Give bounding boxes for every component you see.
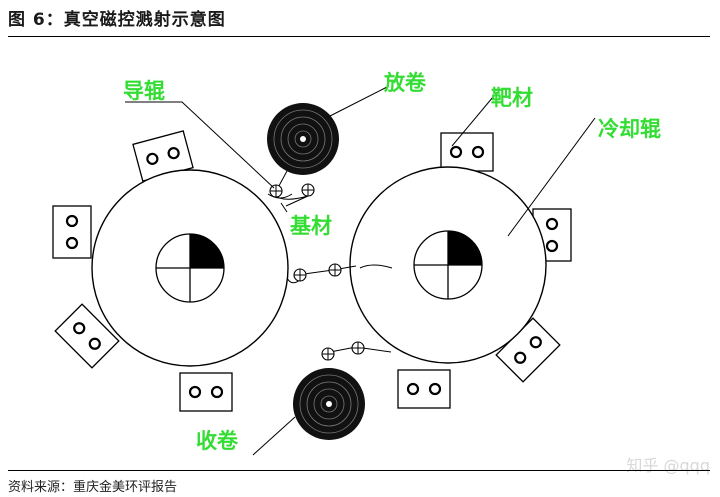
source-divider xyxy=(8,470,710,471)
label-target: 靶材 xyxy=(491,85,533,110)
leader-substrate xyxy=(280,202,288,213)
leader-target xyxy=(451,96,494,147)
film-wrap-right-middle xyxy=(359,264,393,269)
left-target-bottom xyxy=(178,371,234,413)
guide-roller-3-icon xyxy=(293,268,307,282)
label-substrate: 基材 xyxy=(290,213,332,238)
watermark: 知乎 @qqq xyxy=(626,456,710,475)
guide-roller-6-icon xyxy=(351,341,365,355)
figure-source: 资料来源：重庆金美环评报告 xyxy=(8,480,178,495)
guide-roller-1-icon xyxy=(269,184,283,198)
label-rewind-roll: 收卷 xyxy=(196,428,239,453)
leader-guide-roller xyxy=(125,101,275,189)
unwind-roll-icon xyxy=(266,102,340,176)
guide-roller-5-icon xyxy=(321,347,335,361)
right-drum-hub-icon xyxy=(413,230,483,300)
rewind-roll-icon xyxy=(292,367,366,441)
figure-title: 图 6：真空磁控溅射示意图 xyxy=(8,10,226,30)
left-target-left xyxy=(51,204,93,260)
label-cooling-roller: 冷却辊 xyxy=(598,116,661,141)
film-wrap-left-top xyxy=(267,193,293,199)
label-guide-roller: 导辊 xyxy=(123,78,165,103)
right-target-bottom xyxy=(396,368,452,410)
title-divider xyxy=(8,36,710,37)
label-unwind-roll: 放卷 xyxy=(383,70,427,95)
guide-roller-2-icon xyxy=(301,183,315,197)
right-target-top xyxy=(439,131,495,173)
leader-rewind-roll xyxy=(252,416,296,456)
left-drum-hub-icon xyxy=(155,233,225,303)
guide-roller-4-icon xyxy=(328,263,342,277)
leader-cooling-roller xyxy=(507,117,596,237)
leader-unwind-roll xyxy=(329,86,388,117)
